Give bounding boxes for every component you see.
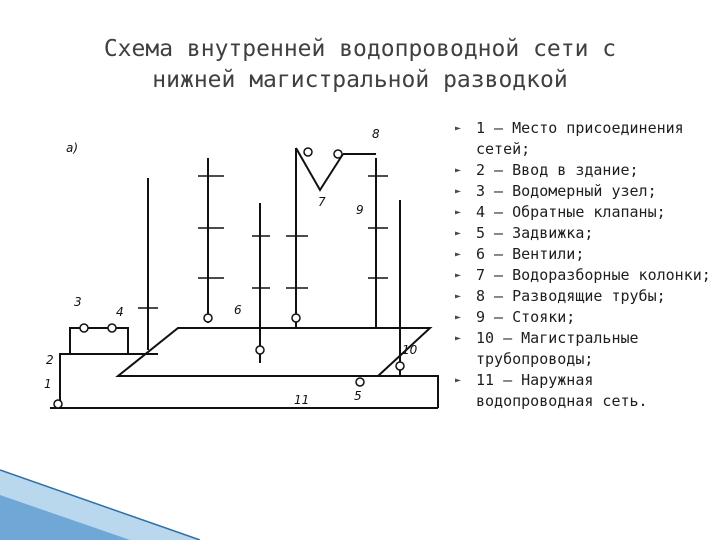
callout-1: 1 xyxy=(44,377,52,391)
valve-icon xyxy=(107,323,117,333)
triangle-right-icon: ► xyxy=(455,228,462,239)
triangle-right-icon: ► xyxy=(455,333,462,344)
legend-item: ►3 – Водомерный узел; xyxy=(455,182,657,200)
callout-7: 7 xyxy=(318,195,326,209)
valve-icon xyxy=(53,399,63,409)
valve-icon xyxy=(79,323,89,333)
decorative-corner-swoosh xyxy=(0,469,201,540)
callout-6: 6 xyxy=(234,303,242,317)
triangle-right-icon: ► xyxy=(455,312,462,323)
water-supply-diagram: а) 1 2 3 4 5 6 7 8 9 10 11 xyxy=(44,127,439,409)
callout-10: 10 xyxy=(402,343,418,357)
legend-item: ►2 – Ввод в здание; xyxy=(455,161,639,179)
valve-icon xyxy=(395,361,405,371)
callout-4: 4 xyxy=(116,305,124,319)
legend-item: ►4 – Обратные клапаны; xyxy=(455,203,666,221)
triangle-right-icon: ► xyxy=(455,375,462,386)
callout-8: 8 xyxy=(372,127,380,141)
main-pipeline-platform xyxy=(115,327,433,377)
triangle-right-icon: ► xyxy=(455,186,462,197)
riser-v xyxy=(295,147,344,192)
valve-icon xyxy=(333,149,343,159)
legend-list: ►1 – Место присоединения сетей; ►2 – Вво… xyxy=(452,118,712,412)
triangle-right-icon: ► xyxy=(455,270,462,281)
callout-2: 2 xyxy=(46,353,54,367)
title-line-2: нижней магистральной разводкой xyxy=(152,67,568,93)
triangle-right-icon: ► xyxy=(455,249,462,260)
triangle-right-icon: ► xyxy=(455,123,462,134)
valve-icon xyxy=(255,345,265,355)
callout-11: 11 xyxy=(294,393,309,407)
triangle-right-icon: ► xyxy=(455,165,462,176)
callout-5: 5 xyxy=(354,389,362,403)
triangle-right-icon: ► xyxy=(455,291,462,302)
legend-item: ►8 – Разводящие трубы; xyxy=(455,287,666,305)
legend-item: ►10 – Магистральные трубопроводы; xyxy=(455,329,639,368)
panel-label: а) xyxy=(66,141,78,155)
valve-icon xyxy=(203,313,213,323)
valve-icon xyxy=(291,313,301,323)
callout-3: 3 xyxy=(74,295,82,309)
legend-item: ►7 – Водоразборные колонки; xyxy=(455,266,711,284)
valve-icon xyxy=(303,147,313,157)
legend-item: ►9 – Стояки; xyxy=(455,308,576,326)
valve-icon xyxy=(355,377,365,387)
triangle-right-icon: ► xyxy=(455,207,462,218)
callout-9: 9 xyxy=(356,203,364,217)
legend-item: ►6 – Вентили; xyxy=(455,245,585,263)
meter-unit-pipe xyxy=(69,327,129,355)
title-line-1: Схема внутренней водопроводной сети с xyxy=(103,36,617,62)
entry-pipe xyxy=(59,353,70,408)
legend-item: ►11 – Наружная водопроводная сеть. xyxy=(455,371,648,410)
legend-item: ►5 – Задвижка; xyxy=(455,224,594,242)
legend-item: ►1 – Место присоединения сетей; xyxy=(455,119,684,158)
slide-title: Схема внутренней водопроводной сети с ни… xyxy=(40,34,680,96)
